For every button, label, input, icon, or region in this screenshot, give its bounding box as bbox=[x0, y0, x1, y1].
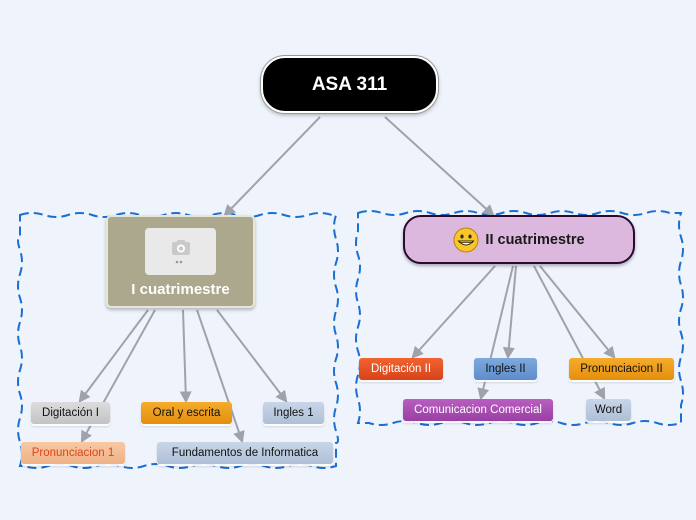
connector-right-ingles bbox=[502, 265, 517, 360]
branch-node-i-cuatrimestre[interactable]: I cuatrimestre bbox=[106, 215, 255, 308]
branch-node-ii-cuatrimestre[interactable]: II cuatrimestre bbox=[403, 215, 635, 264]
boundary-right bbox=[355, 210, 684, 426]
topic-pronunciacion-1[interactable]: Pronunciacion 1 bbox=[21, 442, 125, 464]
branch-label-i: I cuatrimestre bbox=[131, 281, 230, 298]
connector-left-digitacion bbox=[78, 309, 149, 403]
connector-left-ingles bbox=[216, 309, 288, 403]
branch-label-ii: II cuatrimestre bbox=[485, 231, 585, 248]
topic-label: Ingles 1 bbox=[273, 407, 314, 419]
topic-digitacion-i[interactable]: Digitación I bbox=[31, 402, 110, 424]
topic-oral-y-escrita[interactable]: Oral y escrita bbox=[141, 402, 232, 424]
topic-label: Pronunciacion II bbox=[580, 363, 663, 375]
connector-root-left bbox=[223, 116, 321, 217]
connector-right-pronunciacion bbox=[539, 265, 616, 359]
camera-icon bbox=[145, 228, 216, 275]
topic-comunicacion-comercial[interactable]: Comunicacion Comercial bbox=[403, 399, 553, 421]
topic-fundamentos-de-informatica[interactable]: Fundamentos de Informatica bbox=[157, 442, 333, 464]
topic-ingles-1[interactable]: Ingles 1 bbox=[263, 402, 324, 424]
topic-word[interactable]: Word bbox=[586, 399, 631, 421]
connector-root-right bbox=[384, 116, 495, 217]
topic-label: Comunicacion Comercial bbox=[414, 404, 542, 416]
connector-left-fundamentos bbox=[196, 309, 245, 444]
topic-label: Digitación II bbox=[370, 363, 432, 375]
topic-label: Oral y escrita bbox=[152, 407, 221, 419]
topic-digitacion-ii[interactable]: Digitación II bbox=[359, 358, 443, 380]
topic-ingles-ii[interactable]: Ingles II bbox=[474, 358, 537, 380]
topic-label: Word bbox=[594, 404, 623, 416]
topic-label: Digitación I bbox=[42, 407, 99, 419]
topic-label: Pronunciacion 1 bbox=[31, 447, 115, 459]
topic-label: Fundamentos de Informatica bbox=[171, 447, 319, 459]
root-node[interactable]: ASA 311 bbox=[261, 56, 438, 113]
topic-pronunciacion-ii[interactable]: Pronunciacion II bbox=[569, 358, 674, 380]
grinning-face-icon bbox=[453, 227, 479, 253]
connector-right-digitacion bbox=[411, 265, 496, 359]
topic-label: Ingles II bbox=[485, 363, 526, 375]
root-label: ASA 311 bbox=[311, 73, 388, 95]
connector-left-oral bbox=[179, 309, 192, 404]
